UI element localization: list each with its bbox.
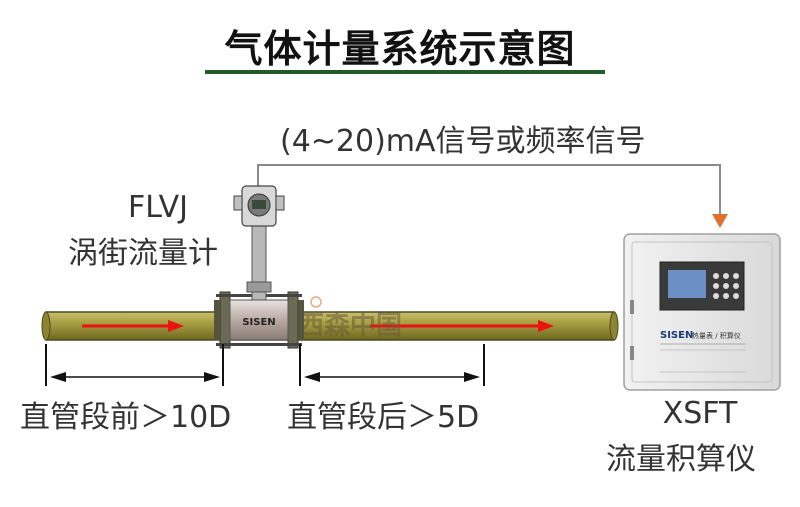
- meter-model-label: FLVJ: [127, 190, 189, 225]
- meter-brand: SISEN: [242, 317, 275, 328]
- signal-label: (4~20)mA信号或频率信号: [280, 124, 646, 159]
- title-underline: [205, 70, 605, 74]
- totalizer-screen: [668, 270, 706, 298]
- flow-arrow-left: [82, 320, 184, 332]
- totalizer-name-label: 流量积算仪: [606, 442, 756, 477]
- meter-name-label: 涡街流量计: [68, 236, 218, 271]
- signal-line: [257, 164, 728, 228]
- diagram-title: 气体计量系统示意图: [224, 27, 576, 71]
- vortex-flow-meter: SISEN: [214, 185, 304, 349]
- straight-pipe-after-label: 直管段后＞5D: [287, 400, 480, 435]
- totalizer-model-label: XSFT: [662, 396, 738, 431]
- totalizer-brand: SISEN: [660, 330, 693, 341]
- straight-pipe-after-marker: [299, 344, 485, 386]
- totalizer-panel-text: 热量表 / 积算仪: [692, 331, 741, 340]
- watermark-text: 西森中国: [298, 311, 402, 341]
- straight-pipe-before-marker: [45, 344, 224, 386]
- signal-arrowhead: [712, 214, 728, 228]
- straight-pipe-before-label: 直管段前＞10D: [20, 400, 232, 435]
- flow-arrow-right: [370, 320, 554, 332]
- brand-watermark: 西森中国: [298, 296, 402, 341]
- flow-totalizer: SISEN 热量表 / 积算仪: [623, 233, 781, 391]
